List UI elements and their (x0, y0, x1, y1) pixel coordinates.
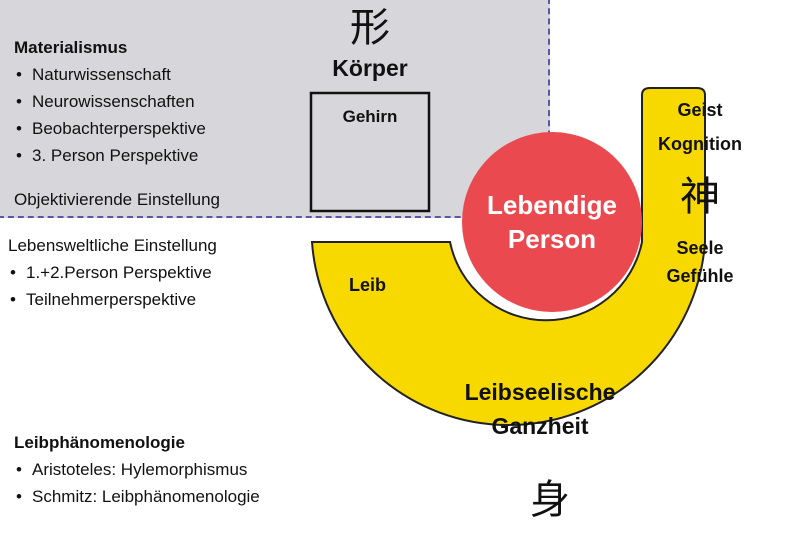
kanji-form: 形 (350, 5, 390, 51)
objective-stance: Objektivierende Einstellung (14, 190, 221, 209)
kanji-spirit: 神 (680, 174, 720, 220)
brain-label: Gehirn (342, 107, 398, 126)
list-item: Aristoteles: Hylemorphismus (14, 456, 260, 483)
mind-label: Geist (677, 100, 723, 120)
list-item: Beobachterperspektive (14, 115, 206, 142)
list-item: 1.+2.Person Perspektive (8, 259, 212, 286)
feelings-label: Gefühle (666, 266, 734, 286)
phenomenology-list: Aristoteles: Hylemorphismus Schmitz: Lei… (14, 456, 260, 510)
list-item: 3. Person Perspektive (14, 142, 206, 169)
list-item: Naturwissenschaft (14, 61, 206, 88)
list-item: Teilnehmerperspektive (8, 286, 212, 313)
body-label: Körper (332, 55, 408, 81)
phenomenology-title: Leibphänomenologie (14, 433, 185, 452)
whole-label-line2: Ganzheit (491, 413, 589, 439)
leibseelische-ganzheit-shape (310, 87, 706, 426)
list-item: Schmitz: Leibphänomenologie (14, 483, 260, 510)
whole-label: Leibseelische Ganzheit (420, 375, 660, 443)
kanji-body: 身 (530, 477, 570, 523)
materialism-title: Materialismus (14, 38, 128, 57)
list-item: Neurowissenschaften (14, 88, 206, 115)
lebendige-person-circle (462, 132, 642, 312)
person-label-line1: Lebendige (486, 190, 617, 220)
person-label-line2: Person (507, 224, 597, 254)
brain-box (309, 91, 431, 213)
lifeworld-list: 1.+2.Person Perspektive Teilnehmerperspe… (8, 259, 212, 313)
soul-label: Seele (676, 238, 724, 258)
cognition-label: Kognition (658, 134, 742, 154)
leib-label: Leib (349, 275, 387, 295)
whole-label-line1: Leibseelische (464, 379, 616, 405)
lifeworld-title: Lebensweltliche Einstellung (8, 236, 217, 255)
materialism-list: Naturwissenschaft Neurowissenschaften Be… (14, 61, 206, 169)
person-label: Lebendige Person (462, 188, 642, 256)
